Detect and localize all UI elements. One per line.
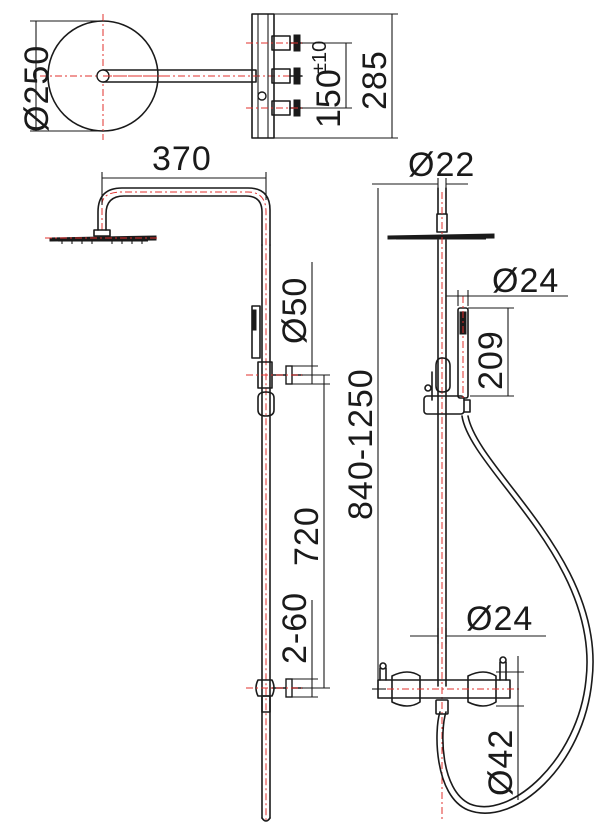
dim-valve-spacing: 150 ±10 bbox=[302, 41, 352, 128]
hose bbox=[442, 415, 588, 808]
label-handset-length: 209 bbox=[472, 330, 510, 390]
dim-outlet-spacing: 2-60 bbox=[276, 592, 318, 698]
label-valve-spacing: 150 bbox=[310, 68, 348, 128]
label-head-diameter: Ø250 bbox=[18, 45, 56, 132]
label-riser-diameter: Ø24 bbox=[466, 600, 533, 638]
label-rail-length: 720 bbox=[288, 506, 326, 566]
label-handset-tube-diameter: Ø24 bbox=[492, 262, 559, 300]
riser-front bbox=[437, 239, 447, 687]
label-handset-diameter: Ø50 bbox=[276, 277, 314, 344]
shower-head-front bbox=[387, 192, 495, 820]
dim-valve-height: 285 bbox=[274, 13, 398, 139]
upper-bracket-side bbox=[246, 361, 310, 389]
front-elevation-view: 370 Ø50 720 2-60 bbox=[45, 140, 330, 822]
thermostatic-mixer bbox=[372, 656, 520, 715]
label-outlet-spacing: 2-60 bbox=[276, 592, 314, 664]
hand-shower-front bbox=[457, 296, 469, 400]
diverter-block bbox=[423, 384, 471, 415]
valve-middle-plan bbox=[271, 67, 303, 85]
label-valve-height: 285 bbox=[356, 50, 394, 110]
side-elevation-view: Ø22 840-1250 Ø24 209 Ø24 bbox=[342, 146, 594, 820]
label-mixer-diameter: Ø42 bbox=[482, 729, 520, 796]
dim-mixer-diameter: Ø42 bbox=[482, 656, 524, 800]
hand-shower-side bbox=[251, 305, 261, 359]
dim-handset-diameter: Ø50 bbox=[276, 262, 330, 385]
lower-bracket-side bbox=[246, 678, 310, 713]
dim-arm-reach: 370 bbox=[101, 140, 267, 205]
label-arm-reach: 370 bbox=[152, 140, 212, 178]
valve-body-plan bbox=[251, 13, 275, 139]
dim-handset-length: 209 bbox=[468, 307, 514, 397]
shower-arm bbox=[97, 187, 271, 246]
slider-side bbox=[257, 391, 275, 417]
dim-riser-diameter: Ø24 bbox=[410, 600, 546, 644]
top-plan-view: Ø250 285 150 ±10 bbox=[18, 13, 398, 140]
dim-rail-length: 720 bbox=[288, 374, 330, 689]
dim-top-tube-diameter: Ø22 bbox=[372, 146, 475, 200]
dim-handset-tube-diameter: Ø24 bbox=[446, 262, 568, 306]
shower-head-side bbox=[45, 229, 160, 244]
label-overall-height: 840-1250 bbox=[342, 368, 380, 520]
label-valve-spacing-tolerance: ±10 bbox=[309, 41, 331, 74]
dim-overall-height: 840-1250 bbox=[342, 188, 386, 690]
label-top-tube-diameter: Ø22 bbox=[408, 146, 475, 184]
handset-clip-front bbox=[431, 357, 451, 401]
riser-pipe bbox=[261, 244, 271, 819]
dim-head-diameter: Ø250 bbox=[18, 20, 103, 132]
